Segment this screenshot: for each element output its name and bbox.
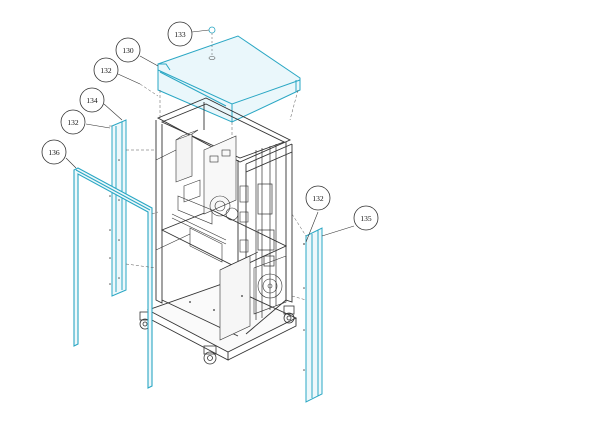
panel-136 — [73, 167, 153, 389]
side-rails — [255, 144, 277, 320]
svg-text:133: 133 — [174, 30, 186, 39]
assembly-lines-left — [108, 125, 159, 269]
callout-134: 134 — [79, 87, 123, 121]
panel-134-screws — [118, 159, 120, 279]
panel-135 — [305, 227, 323, 403]
panel-136-screws — [109, 195, 111, 285]
callout-135: 135 — [321, 205, 379, 237]
callout-132-top: 132 — [93, 57, 141, 85]
assembly-lines-top — [139, 83, 299, 140]
callout-136: 136 — [41, 139, 77, 169]
panel-135-screws — [303, 243, 305, 371]
base-holes — [189, 295, 243, 311]
callout-132-left: 132 — [60, 109, 111, 135]
assembly-lines-right — [291, 213, 307, 301]
svg-text:132: 132 — [67, 118, 79, 127]
svg-text:130: 130 — [122, 46, 134, 55]
callout-132-right: 132 — [305, 185, 331, 243]
svg-text:132: 132 — [100, 66, 112, 75]
panel-134 — [111, 119, 127, 297]
internal-components — [155, 129, 287, 341]
top-cover-panel — [157, 35, 301, 123]
svg-text:135: 135 — [360, 214, 372, 223]
caster-back-right — [283, 305, 295, 324]
svg-text:136: 136 — [48, 148, 60, 157]
svg-text:134: 134 — [86, 96, 98, 105]
callout-130: 130 — [115, 37, 159, 67]
callout-133: 133 — [167, 21, 210, 47]
caster-front-right — [203, 345, 217, 365]
svg-text:132: 132 — [312, 194, 324, 203]
